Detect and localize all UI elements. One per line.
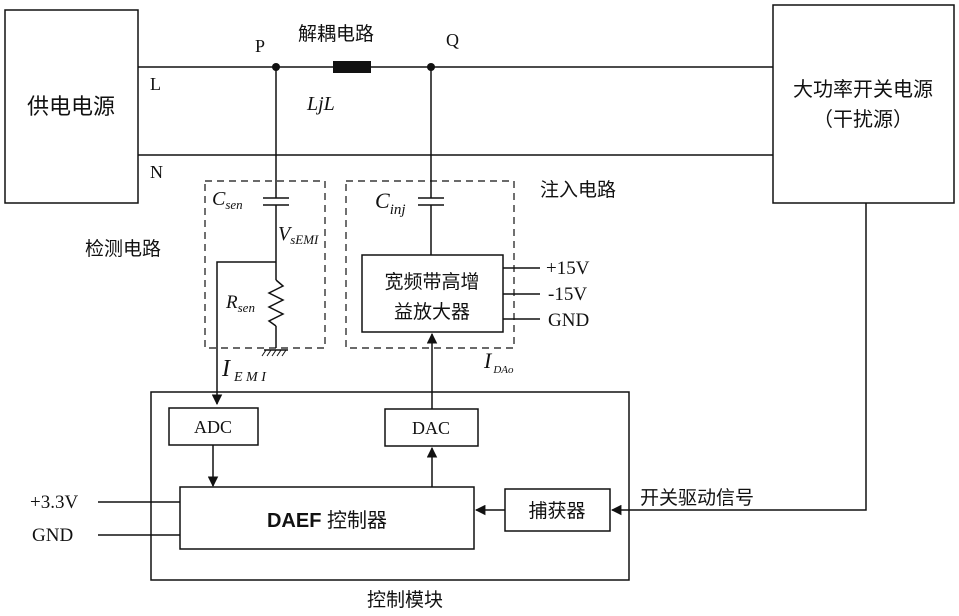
switch-drive-wire: [612, 203, 866, 510]
gnd-amp-label: GND: [548, 310, 589, 331]
node-q-label: Q: [446, 30, 459, 50]
rsen-label: Rsen: [225, 292, 255, 315]
daef-controller-label: DAEF 控制器: [267, 509, 387, 532]
idao-label: IDAo: [483, 348, 514, 376]
detection-circuit-label: 检测电路: [85, 238, 161, 260]
line-l-label: L: [150, 74, 161, 94]
line-n-label: N: [150, 162, 163, 182]
decoupling-circuit-label: 解耦电路: [298, 23, 374, 45]
dac-label: DAC: [412, 418, 450, 438]
resistor-rsen: [269, 280, 283, 326]
control-module-label: 控制模块: [367, 589, 443, 611]
amplifier-label-line1: 宽频带高增: [384, 271, 479, 293]
smps-label-line2: （干扰源）: [813, 108, 913, 131]
plus15v-label: +15V: [546, 258, 590, 279]
vsemi-label: VsEMI: [278, 223, 319, 247]
plus3v3-label: +3.3V: [30, 492, 78, 513]
smps-block: [773, 5, 954, 203]
switch-drive-label: 开关驱动信号: [640, 487, 754, 509]
node-p-label: P: [255, 36, 265, 56]
amplifier-label-line2: 益放大器: [394, 301, 470, 323]
injection-circuit-label: 注入电路: [540, 179, 616, 201]
adc-label: ADC: [194, 417, 232, 437]
power-supply-label: 供电电源: [27, 94, 115, 119]
ground-hatch: [262, 350, 286, 356]
gnd-ctrl-label: GND: [32, 525, 73, 546]
minus15v-label: -15V: [548, 284, 587, 305]
iemi-label: IE M I: [221, 356, 267, 385]
capture-label: 捕获器: [528, 500, 585, 522]
smps-label-line1: 大功率开关电源: [793, 78, 933, 101]
csen-label: Csen: [212, 188, 243, 212]
inductor-label: LjL: [306, 93, 335, 115]
inductor-ljl: [333, 61, 371, 73]
cinj-label: Cinj: [375, 188, 406, 218]
